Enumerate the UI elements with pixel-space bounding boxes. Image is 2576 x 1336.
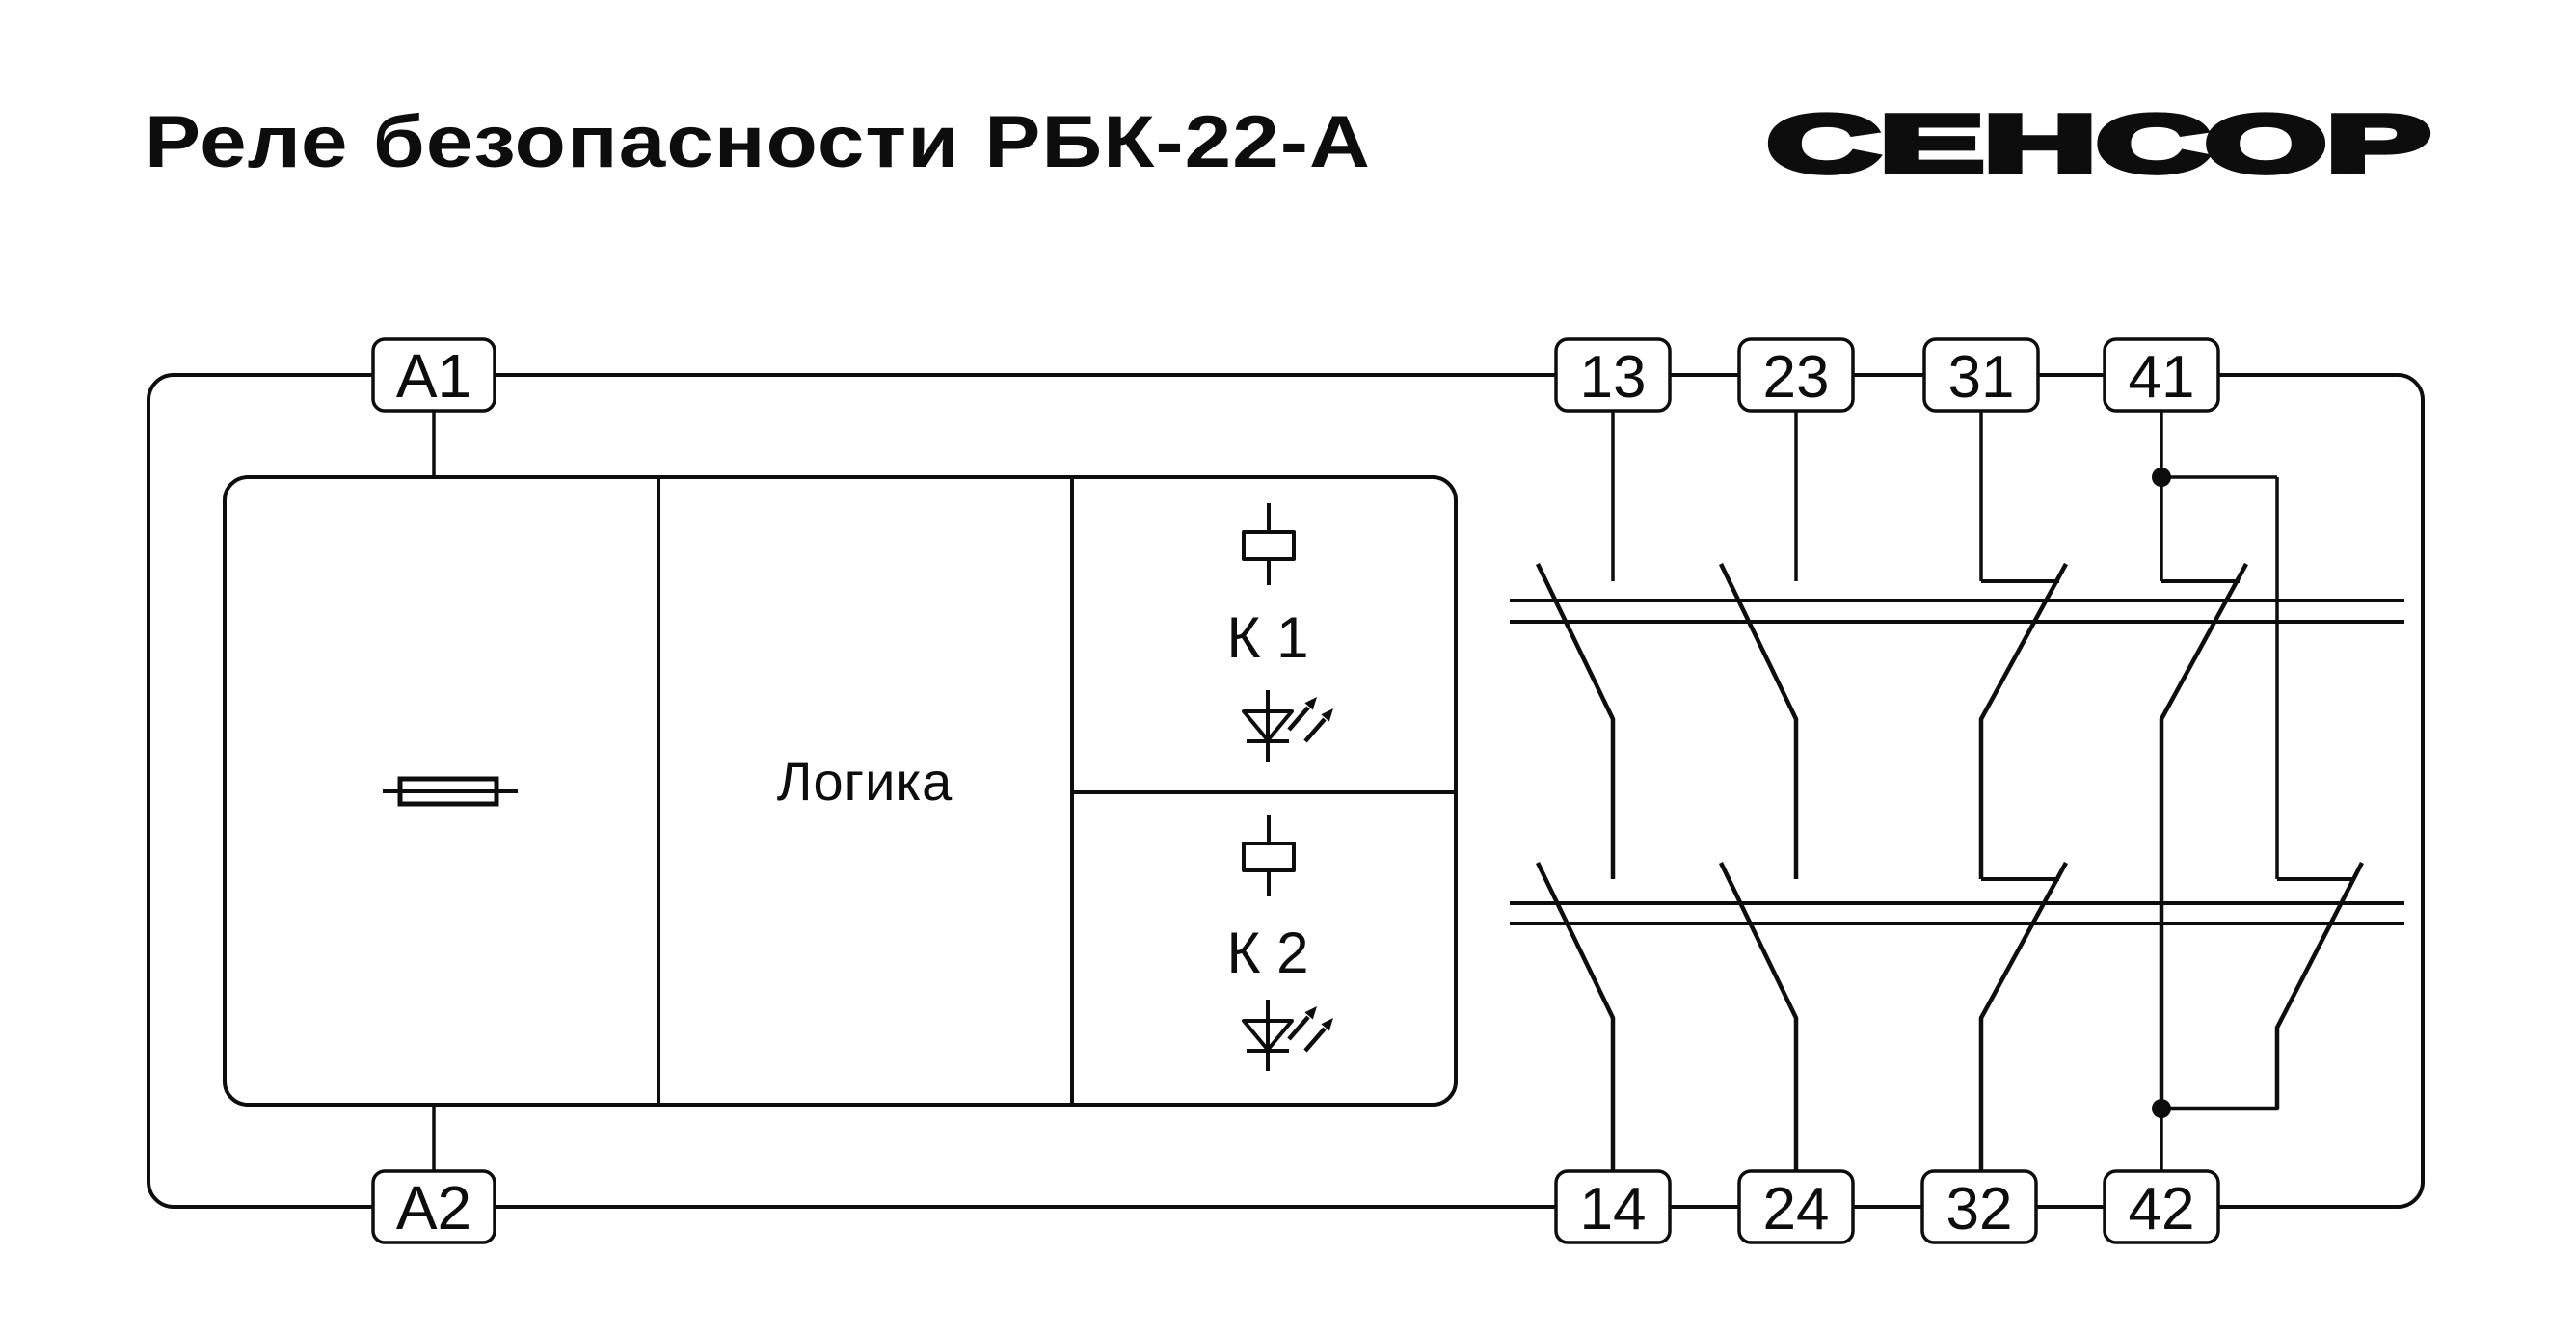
terminal-box <box>1920 1169 2038 1244</box>
junction-dot <box>2152 1099 2171 1118</box>
terminal-label: 41 <box>2129 344 2195 411</box>
terminal-23: 23 <box>1737 337 1855 413</box>
mechanical-link-lines <box>1510 599 2404 925</box>
fuse-icon <box>383 776 518 807</box>
junction-dot <box>2152 468 2171 487</box>
terminal-41: 41 <box>2103 337 2220 413</box>
relay-k1-coil-icon <box>1242 503 1296 585</box>
brand-logo: СЕНСОР <box>1767 98 2430 189</box>
relay-k1-led-icon <box>1242 690 1333 762</box>
relay-k2-led-icon <box>1242 1000 1333 1071</box>
terminal-box <box>371 337 496 413</box>
terminal-label: 24 <box>1763 1176 1830 1242</box>
terminal-box <box>1737 1169 1855 1244</box>
terminal-24: 24 <box>1737 1169 1855 1244</box>
terminal-32: 32 <box>1920 1169 2038 1244</box>
relay-k2-coil-icon <box>1242 815 1296 896</box>
terminal-box <box>1554 337 1672 413</box>
terminal-42: 42 <box>2103 1169 2220 1244</box>
terminal-label: 13 <box>1580 344 1647 411</box>
terminal-label: 14 <box>1580 1176 1647 1242</box>
terminal-label: 32 <box>1946 1176 2013 1242</box>
terminal-box <box>1737 337 1855 413</box>
terminal-box <box>2103 337 2220 413</box>
terminal-box <box>1922 337 2040 413</box>
relay-k1-label: К 1 <box>1227 605 1309 670</box>
terminal-label: 31 <box>1948 344 2015 411</box>
contact-column-13-14 <box>1535 411 1616 1171</box>
terminal-label: 23 <box>1763 344 1830 411</box>
terminal-14: 14 <box>1554 1169 1672 1244</box>
terminal-a2: A2 <box>371 1169 496 1244</box>
terminal-label: A2 <box>396 1173 471 1242</box>
terminal-a1: A1 <box>371 337 496 413</box>
logic-label: Логика <box>777 751 953 812</box>
terminal-box <box>371 1169 496 1244</box>
terminal-31: 31 <box>1922 337 2040 413</box>
terminal-label: A1 <box>396 341 471 411</box>
terminal-label: 42 <box>2129 1176 2195 1242</box>
page-title: Реле безопасности РБК-22-А <box>145 101 1371 183</box>
contact-column-23-24 <box>1718 411 1799 1171</box>
contact-column-41-42 <box>2152 411 2365 1171</box>
terminal-13: 13 <box>1554 337 1672 413</box>
device-box <box>223 475 1458 1107</box>
terminal-box <box>2103 1169 2220 1244</box>
relay-k2-label: К 2 <box>1227 921 1309 985</box>
terminal-box <box>1554 1169 1672 1244</box>
enclosure-outline <box>147 373 2425 1209</box>
contact-column-31-32 <box>1978 411 2068 1171</box>
